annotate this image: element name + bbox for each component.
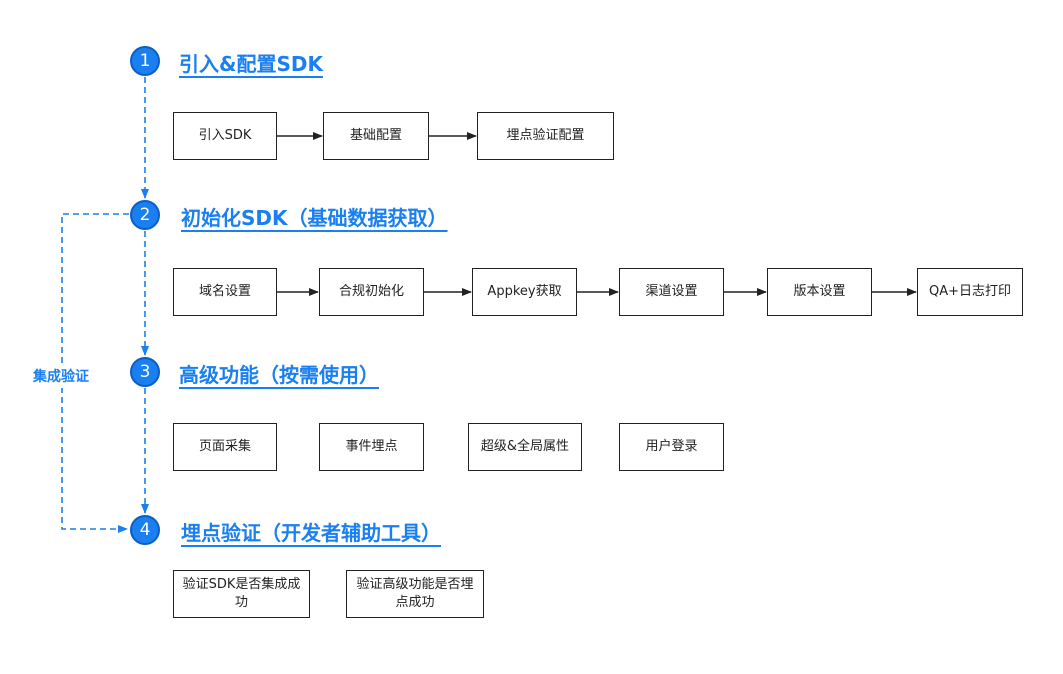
step-3-number: 3 (130, 357, 160, 387)
loop-label: 集成验证 (33, 364, 89, 388)
step-2-item-appkey: Appkey获取 (472, 268, 577, 316)
step-2-item-version: 版本设置 (767, 268, 872, 316)
step-3-item-page-collect: 页面采集 (173, 423, 277, 471)
step-4-title[interactable]: 埋点验证（开发者辅助工具） (181, 521, 441, 545)
step-1-item-basic-config: 基础配置 (323, 112, 429, 160)
step-3-title[interactable]: 高级功能（按需使用） (179, 363, 379, 387)
step-3-item-user-login: 用户登录 (619, 423, 724, 471)
step-2-item-channel: 渠道设置 (619, 268, 724, 316)
step-2-item-qa-log: QA+日志打印 (917, 268, 1023, 316)
step-1-item-import-sdk: 引入SDK (173, 112, 277, 160)
step-3-item-event-tracking: 事件埋点 (319, 423, 424, 471)
step-3-item-global-props: 超级&全局属性 (468, 423, 582, 471)
step-4-item-verify-advanced: 验证高级功能是否埋点成功 (346, 570, 484, 618)
step-2-title[interactable]: 初始化SDK（基础数据获取） (181, 206, 448, 230)
step-1-number: 1 (130, 46, 160, 76)
step-4-item-verify-sdk: 验证SDK是否集成成功 (173, 570, 310, 618)
step-4-number: 4 (130, 515, 160, 545)
step-2-item-compliance-init: 合规初始化 (319, 268, 424, 316)
step-1-title[interactable]: 引入&配置SDK (179, 52, 323, 76)
step-2-number: 2 (130, 200, 160, 230)
step-1-item-tracking-config: 埋点验证配置 (477, 112, 614, 160)
step-2-item-domain: 域名设置 (173, 268, 277, 316)
